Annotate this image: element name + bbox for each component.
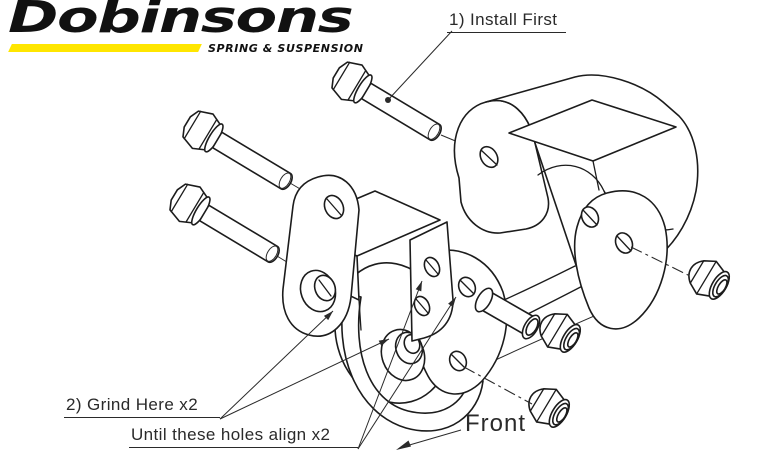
nylock-nut-middle — [531, 304, 587, 360]
rear-side-plate — [573, 190, 668, 330]
left-side-plate — [281, 174, 360, 337]
nylock-nut-bottom — [520, 379, 576, 435]
nylock-nut-right — [680, 251, 736, 307]
nut-centerlines — [463, 246, 691, 405]
logo-underline-bar — [8, 44, 202, 52]
leader-grind-here — [219, 310, 390, 420]
rear-bracket-top-face — [508, 99, 677, 162]
leader-install-first — [385, 30, 453, 103]
leader-holes-align — [357, 280, 457, 450]
front-bracket-leg — [409, 221, 454, 342]
callout-grind-here: 2) Grind Here x2 — [64, 395, 220, 418]
hex-bolt-lower-left — [163, 177, 289, 275]
dobinsons-logo: Dobinsons SPRING & SUSPENSION — [0, 0, 390, 60]
front-direction-arrow — [396, 429, 462, 450]
logo-tagline-text: SPRING & SUSPENSION — [208, 42, 364, 55]
spacer-tube — [474, 287, 541, 340]
logo-brand-text: Dobinsons — [8, 0, 354, 43]
callout-front: Front — [465, 410, 527, 437]
callout-install-first: 1) Install First — [447, 10, 566, 33]
hex-bolt-install-first — [325, 55, 451, 153]
callout-holes-align: Until these holes align x2 — [129, 425, 358, 448]
